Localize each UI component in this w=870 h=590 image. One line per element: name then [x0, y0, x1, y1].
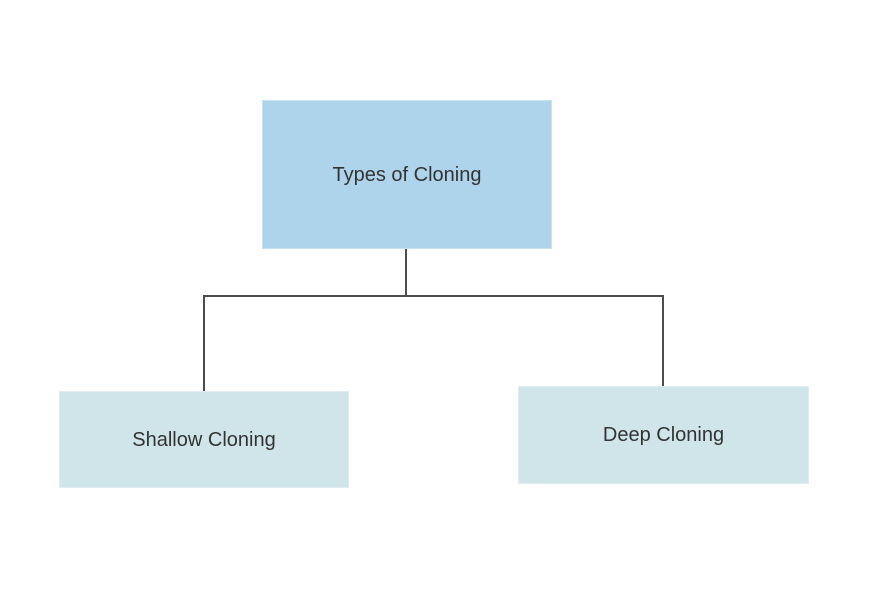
connector-root-stem [405, 249, 407, 296]
node-types-of-cloning-label: Types of Cloning [332, 163, 482, 186]
node-shallow-cloning-label: Shallow Cloning [132, 428, 276, 451]
connector-to-deep-cloning [662, 295, 664, 386]
node-deep-cloning: Deep Cloning [518, 386, 809, 484]
node-shallow-cloning: Shallow Cloning [59, 391, 349, 488]
node-deep-cloning-label: Deep Cloning [602, 424, 725, 446]
node-types-of-cloning: Types of Cloning [262, 100, 552, 249]
connector-to-shallow-cloning [203, 295, 205, 391]
connector-branch-horizontal [203, 295, 664, 297]
